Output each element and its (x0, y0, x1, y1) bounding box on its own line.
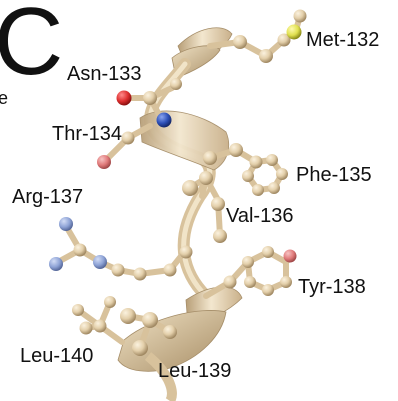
oxygen-atom-light (283, 249, 297, 263)
label-tyr-138: Tyr-138 (298, 276, 366, 298)
oxygen-atom-light (97, 155, 111, 169)
label-arg-137: Arg-137 (12, 186, 83, 208)
panel-letter: C (0, 0, 63, 95)
panel-letter-fragment: e (0, 88, 8, 108)
nitrogen-atom (156, 112, 172, 128)
label-val-136: Val-136 (226, 205, 293, 227)
label-asn-133: Asn-133 (67, 63, 142, 85)
residue-labels: Met-132 Asn-133 Thr-134 Phe-135 Val-136 … (12, 29, 379, 382)
nitrogen-atom-light (59, 217, 73, 231)
label-leu-140: Leu-140 (20, 345, 93, 367)
label-thr-134: Thr-134 (52, 123, 122, 145)
sulfur-atom (286, 24, 302, 40)
label-leu-139: Leu-139 (158, 360, 231, 382)
label-met-132: Met-132 (306, 29, 379, 51)
label-phe-135: Phe-135 (296, 164, 372, 186)
oxygen-atom (116, 90, 132, 106)
nitrogen-atom-light (49, 257, 63, 271)
atoms (49, 9, 307, 356)
nitrogen-atom-light (93, 255, 107, 269)
